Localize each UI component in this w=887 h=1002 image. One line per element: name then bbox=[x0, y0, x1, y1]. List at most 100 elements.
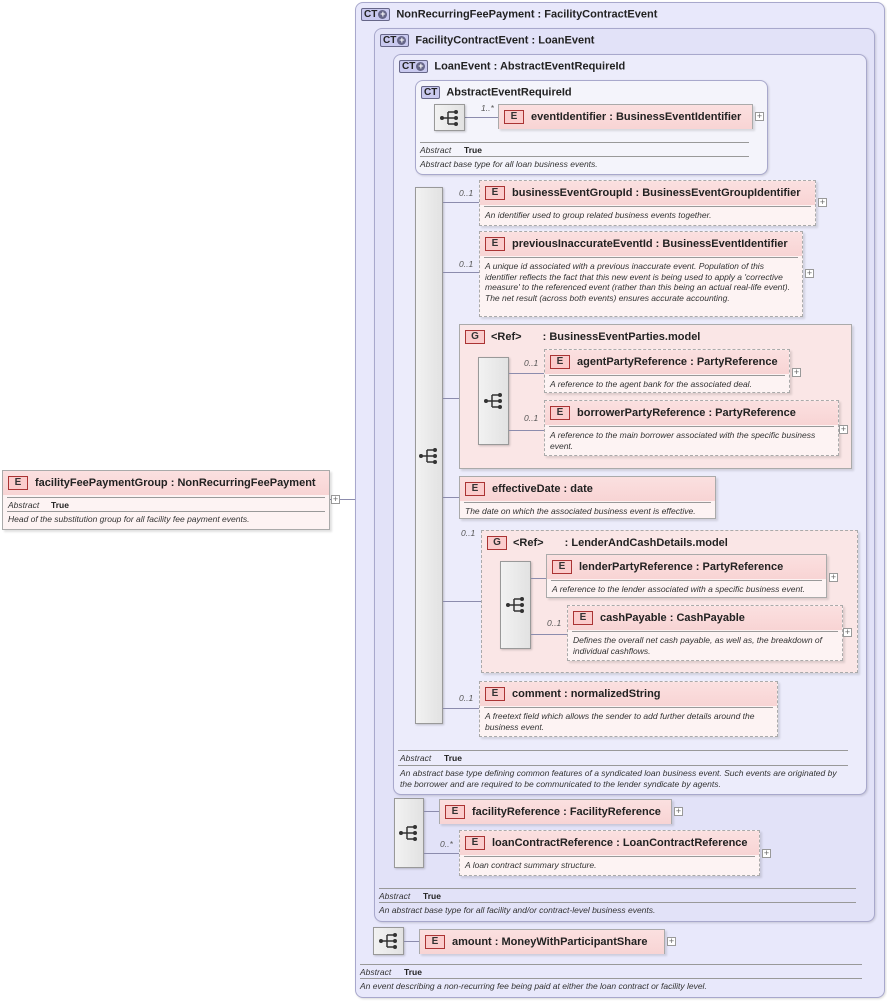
element-doc: The date on which the associated busines… bbox=[465, 506, 696, 516]
ct-base: FacilityContractEvent bbox=[544, 8, 658, 21]
abstract-label: Abstract bbox=[420, 145, 452, 155]
element-badge: E bbox=[465, 482, 485, 496]
ct-title: LoanEvent bbox=[434, 60, 491, 73]
element-badge: E bbox=[445, 805, 465, 819]
sequence-tree-icon bbox=[505, 597, 524, 613]
expand-icon[interactable]: + bbox=[839, 424, 848, 434]
ct-title: AbstractEventRequireId bbox=[446, 86, 572, 99]
ct-doc: Abstract base type for all loan business… bbox=[420, 159, 598, 169]
cardinality: 1..* bbox=[481, 103, 494, 113]
sequence-icon bbox=[373, 927, 404, 955]
cardinality: 0..1 bbox=[524, 413, 539, 423]
element-doc: Head of the substitution group for all f… bbox=[8, 514, 250, 524]
sequence-icon bbox=[434, 104, 465, 131]
abstract-value: True bbox=[464, 145, 482, 155]
expand-icon[interactable]: + bbox=[843, 627, 852, 637]
cardinality: 0..1 bbox=[459, 693, 474, 703]
element-badge: E bbox=[552, 560, 572, 574]
element-doc: An identifier used to group related busi… bbox=[485, 210, 712, 220]
complex-type-icon: CT bbox=[421, 86, 441, 99]
element-badge: E bbox=[425, 935, 445, 949]
complex-type-icon: CT+ bbox=[361, 8, 391, 21]
group-ref: <Ref> bbox=[513, 536, 544, 549]
abstract-value: True bbox=[444, 753, 462, 763]
expand-icon[interactable]: + bbox=[762, 848, 771, 858]
cardinality: 0..* bbox=[440, 839, 453, 849]
extension-plus-icon: + bbox=[378, 9, 388, 19]
sequence-tree-icon bbox=[399, 825, 417, 841]
abstract-value: True bbox=[423, 891, 441, 901]
connector bbox=[330, 499, 356, 500]
sequence-tree-icon bbox=[378, 933, 397, 949]
expand-icon[interactable]: + bbox=[755, 111, 764, 121]
expand-icon[interactable]: + bbox=[667, 936, 676, 946]
element-badge: E bbox=[550, 355, 570, 369]
element-doc: A unique id associated with a previous i… bbox=[485, 261, 790, 303]
sequence-tree-icon bbox=[483, 393, 502, 409]
element-type: NonRecurringFeePayment bbox=[177, 476, 316, 489]
extension-plus-icon: + bbox=[416, 61, 426, 71]
ct-base: LoanEvent bbox=[538, 34, 595, 47]
element-badge: E bbox=[465, 836, 485, 850]
element-doc: A reference to the lender associated wit… bbox=[552, 584, 805, 594]
group-badge: G bbox=[465, 330, 485, 344]
sequence-icon bbox=[500, 561, 531, 649]
element-doc: A reference to the agent bank for the as… bbox=[550, 379, 752, 389]
abstract-label: Abstract bbox=[400, 753, 432, 763]
element-doc: A loan contract summary structure. bbox=[465, 860, 597, 870]
cardinality: 0..1 bbox=[547, 618, 562, 628]
abstract-label: Abstract bbox=[360, 967, 392, 977]
abstract-value: True bbox=[51, 500, 69, 510]
complex-type-icon: CT+ bbox=[380, 34, 410, 47]
group-name: LenderAndCashDetails.model bbox=[571, 536, 728, 549]
cardinality: 0..1 bbox=[524, 358, 539, 368]
expand-icon[interactable]: + bbox=[805, 268, 814, 278]
sequence-tree-icon bbox=[439, 109, 458, 126]
cardinality: 0..1 bbox=[459, 259, 474, 269]
element-doc: A freetext field which allows the sender… bbox=[485, 711, 755, 732]
expand-icon[interactable]: + bbox=[829, 572, 838, 582]
cardinality: 0..1 bbox=[459, 188, 474, 198]
element-badge: E bbox=[573, 611, 593, 625]
element-badge: E bbox=[8, 476, 28, 490]
expand-icon[interactable]: + bbox=[792, 367, 801, 377]
group-ref: <Ref> bbox=[491, 330, 522, 343]
element-doc: A reference to the main borrower associa… bbox=[550, 430, 816, 451]
sequence-icon bbox=[394, 798, 424, 868]
expand-icon[interactable]: + bbox=[331, 494, 340, 504]
extension-plus-icon: + bbox=[397, 35, 407, 45]
abstract-value: True bbox=[404, 967, 422, 977]
ct-doc: An event describing a non-recurring fee … bbox=[360, 981, 707, 991]
expand-icon[interactable]: + bbox=[674, 806, 683, 816]
element-badge: E bbox=[485, 186, 505, 200]
element-badge: E bbox=[485, 687, 505, 701]
sequence-icon bbox=[478, 357, 509, 445]
expand-icon[interactable]: + bbox=[818, 197, 827, 207]
complex-type-icon: CT+ bbox=[399, 60, 429, 73]
group-badge: G bbox=[487, 536, 507, 550]
ct-doc: An abstract base type for all facility a… bbox=[379, 905, 656, 915]
element-badge: E bbox=[504, 110, 524, 124]
ct-doc: An abstract base type defining common fe… bbox=[400, 768, 837, 789]
element-badge: E bbox=[485, 237, 505, 251]
abstract-label: Abstract bbox=[379, 891, 411, 901]
element-badge: E bbox=[550, 406, 570, 420]
element-doc: Defines the overall net cash payable, as… bbox=[573, 635, 823, 656]
element-name: facilityFeePaymentGroup bbox=[35, 476, 168, 489]
cardinality: 0..1 bbox=[461, 528, 476, 538]
group-name: BusinessEventParties.model bbox=[549, 330, 701, 343]
ct-base: AbstractEventRequireId bbox=[499, 60, 626, 73]
